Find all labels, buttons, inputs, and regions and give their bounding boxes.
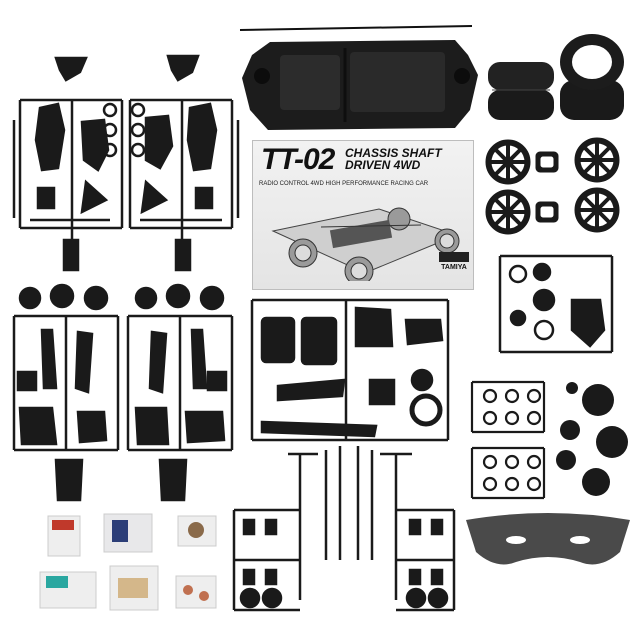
manual-tagline: RADIO CONTROL 4WD HIGH PERFORMANCE RACIN… <box>259 181 429 187</box>
manual-subtitle: CHASSIS SHAFT DRIVEN 4WD <box>345 146 442 172</box>
chassis-tub <box>242 40 478 130</box>
parts-tree-b-left <box>12 283 120 502</box>
instruction-manual: TT-02 CHASSIS SHAFT DRIVEN 4WD RADIO CON… <box>252 140 474 290</box>
parts-tree-f-left <box>232 446 342 612</box>
foam-bumper <box>466 513 630 565</box>
tires <box>488 34 624 120</box>
antenna-rod <box>239 25 473 31</box>
parts-tree-c <box>250 298 450 442</box>
parts-tree-b-right <box>126 283 234 502</box>
parts-tree-e <box>470 380 546 500</box>
manual-title: TT-02 <box>261 143 335 176</box>
manual-brand: TAMIYA <box>439 252 469 271</box>
parts-tree-a-right <box>128 54 240 272</box>
chassis-illustration <box>271 207 460 281</box>
parts-tree-a-left <box>12 56 124 272</box>
manual-brand-label: TAMIYA <box>441 264 467 271</box>
hardware-bags <box>39 513 217 611</box>
parts-tree-d <box>498 254 614 354</box>
tamiya-logo <box>439 252 469 262</box>
gears <box>556 382 628 496</box>
wheels <box>485 137 620 235</box>
parts-tree-f-right <box>356 446 456 612</box>
